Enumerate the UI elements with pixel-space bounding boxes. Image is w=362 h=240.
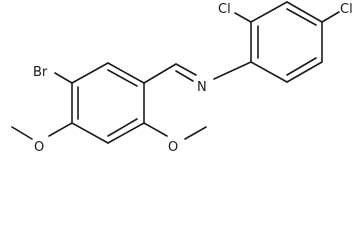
imine-double-bond [175, 70, 194, 82]
oxygen-atom-right: O [168, 140, 178, 155]
bond [143, 122, 168, 137]
bond [321, 11, 340, 23]
bond [250, 1, 288, 23]
bond [184, 126, 207, 140]
bond [107, 122, 145, 144]
oxygen-atom-left: O [34, 140, 44, 155]
bond [250, 61, 288, 83]
bromine-atom: Br [33, 65, 48, 80]
double-bond-inner [107, 118, 138, 137]
structure-canvas: Br O O N Cl Cl [11, 1, 353, 155]
bond [11, 126, 33, 140]
imine-double-bond [175, 63, 197, 76]
bond [48, 122, 73, 137]
double-bond-inner [286, 8, 317, 26]
bond [213, 61, 252, 80]
bond [286, 61, 323, 83]
bond [54, 72, 73, 84]
bond [71, 62, 109, 84]
bond [286, 1, 323, 23]
double-bond-inner [286, 57, 317, 76]
bond [107, 62, 145, 84]
right-benzene-ring [250, 1, 323, 83]
bond [143, 63, 177, 84]
double-bond-inner [107, 69, 138, 87]
left-benzene-ring [71, 62, 145, 144]
chemical-structure: Br O O N Cl Cl [11, 1, 353, 155]
chlorine-atom-para: Cl [340, 2, 353, 17]
bond [71, 122, 109, 144]
bond [234, 12, 252, 23]
chlorine-atom-ortho: Cl [218, 2, 231, 17]
nitrogen-atom: N [197, 80, 207, 95]
